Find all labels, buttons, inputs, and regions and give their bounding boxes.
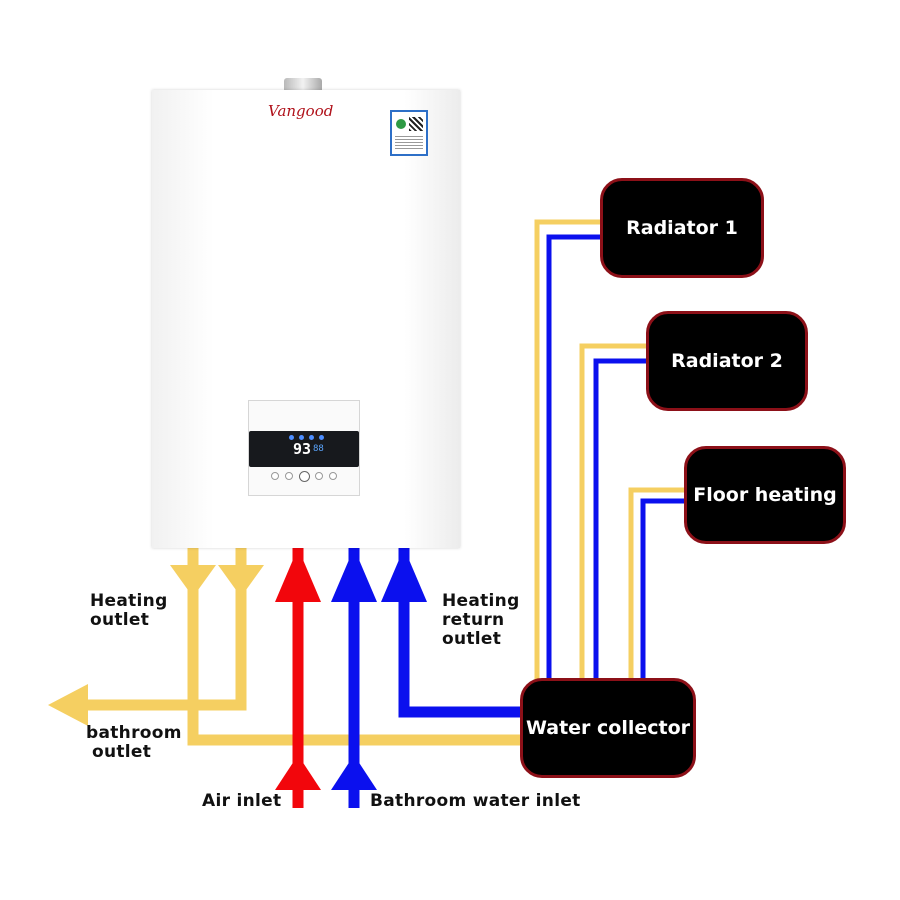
water-down-button[interactable] — [315, 472, 323, 480]
label-text-lines — [395, 136, 423, 150]
qr-code-icon — [409, 117, 423, 131]
label-bathroom-water-inlet: Bathroom water inlet — [370, 791, 581, 811]
node-floor-heating: Floor heating — [684, 446, 846, 544]
node-radiator-2: Radiator 2 — [646, 311, 808, 411]
bathroom-water-arrow-top — [331, 548, 377, 602]
flue-outlet — [284, 78, 322, 92]
label-heating-outlet-line-1: Heating — [90, 591, 168, 611]
certification-icon — [396, 119, 406, 129]
hot-line-floor-heating — [628, 487, 686, 682]
bathroom-water-arrow-bottom — [331, 755, 377, 790]
energy-label-sticker — [390, 110, 428, 156]
hot-pipe-heating-outlet — [187, 548, 522, 746]
label-heating-return-line-2: return — [442, 610, 505, 630]
label-heating-return-line-1: Heating — [442, 591, 520, 611]
lcd-display: 93 88 — [249, 431, 359, 467]
cold-line-radiator-1 — [546, 234, 602, 682]
node-radiator-1: Radiator 1 — [600, 178, 764, 278]
brand-logo: Vangood — [268, 102, 334, 120]
label-air-inlet: Air inlet — [202, 791, 282, 811]
control-panel: 93 88 — [248, 400, 360, 496]
label-heating-return-line-3: outlet — [442, 629, 502, 649]
bathroom-outlet-arrow — [48, 684, 88, 726]
air-inlet-arrow-top — [275, 548, 321, 602]
heating-up-button[interactable] — [285, 472, 293, 480]
heating-mode-icon — [289, 435, 294, 440]
hot-pipe-bathroom-outlet — [80, 548, 247, 711]
hot-line-radiator-2 — [579, 343, 648, 682]
water-up-button[interactable] — [329, 472, 337, 480]
label-bathroom-outlet-line-2: outlet — [92, 742, 152, 762]
heating-return-arrow — [381, 548, 427, 602]
heating-outlet-arrow-1 — [170, 565, 216, 597]
hot-water-icon — [299, 435, 304, 440]
flame-icon — [309, 435, 314, 440]
air-inlet-arrow-bottom — [275, 755, 321, 790]
heating-down-button[interactable] — [271, 472, 279, 480]
secondary-readout: 88 — [313, 444, 324, 454]
alert-icon — [319, 435, 324, 440]
label-heating-outlet-line-2: outlet — [90, 610, 150, 630]
cold-line-floor-heating — [640, 498, 686, 682]
label-heating-outlet: Heating outlet — [90, 592, 168, 630]
node-water-collector: Water collector — [520, 678, 696, 778]
label-bathroom-outlet-line-1: bathroom — [86, 723, 182, 743]
heating-outlet-arrow-2 — [218, 565, 264, 597]
cold-line-radiator-2 — [593, 358, 648, 682]
label-heating-return-outlet: Heating return outlet — [442, 592, 520, 649]
label-bathroom-outlet: bathroom outlet — [86, 724, 182, 762]
hot-line-radiator-1 — [534, 219, 602, 682]
temperature-readout: 93 — [293, 440, 312, 458]
power-button[interactable] — [299, 471, 310, 482]
